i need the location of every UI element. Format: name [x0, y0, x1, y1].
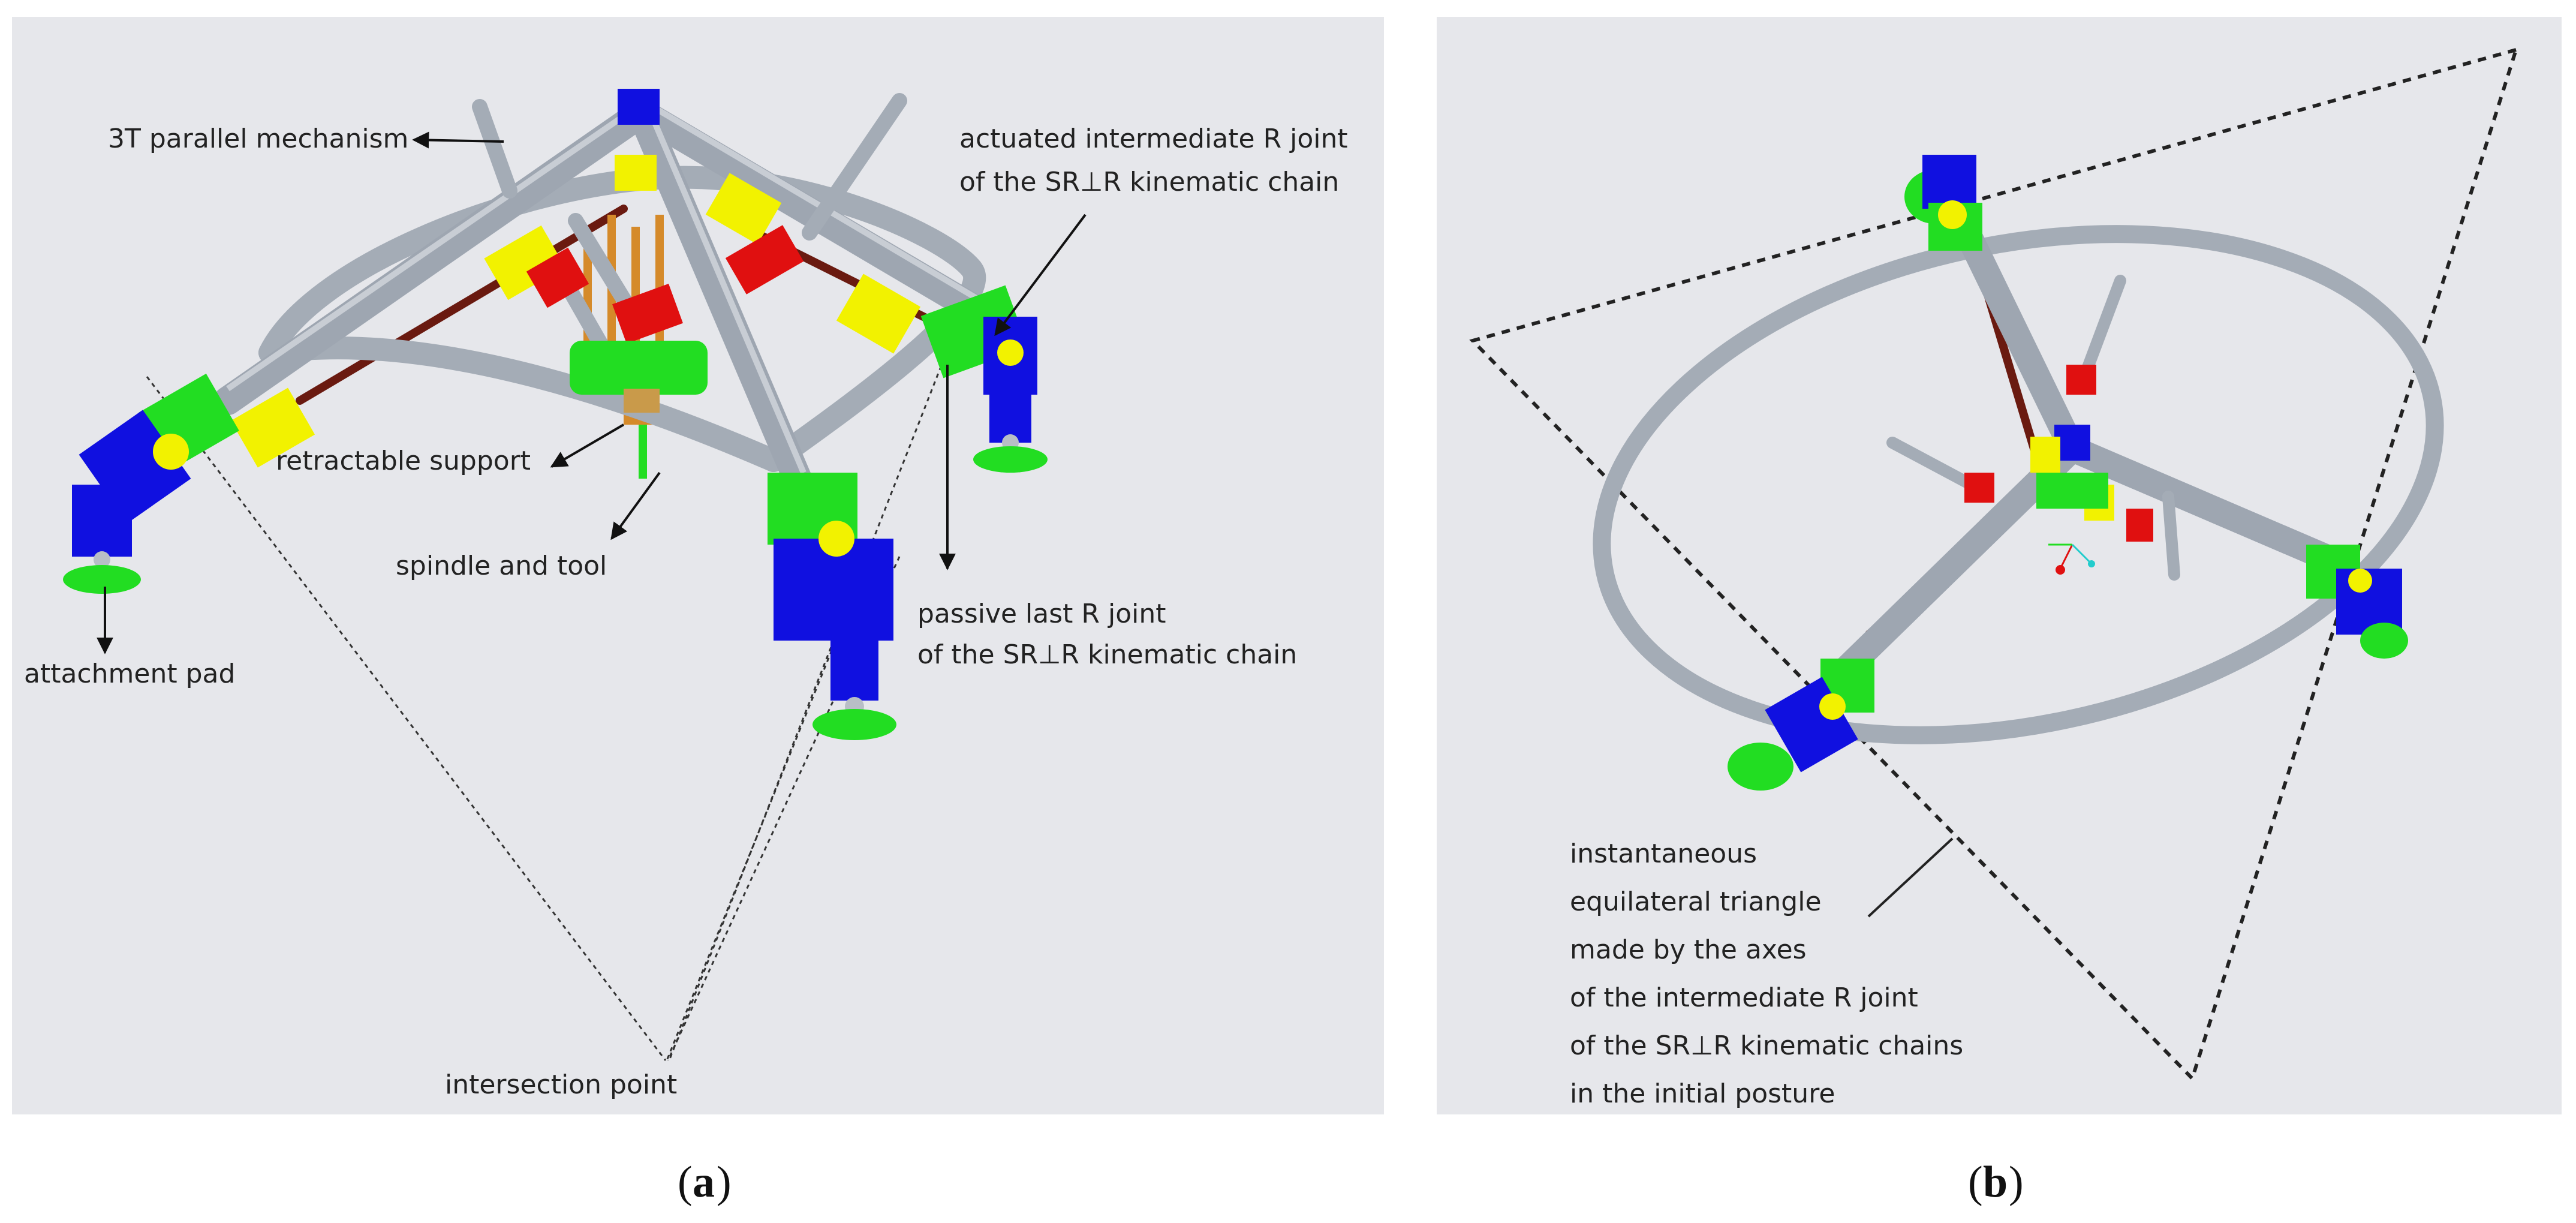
label-actuated-joint-line2: of the SR⊥R kinematic chain: [959, 167, 1339, 197]
label-line2: equilateral triangle: [1570, 887, 1822, 917]
annotation-arrows: [97, 131, 1087, 654]
red-blocks: [526, 225, 804, 344]
panel-a: 3T parallel mechanism actuated intermedi…: [12, 17, 1384, 1114]
left-leg: [63, 373, 239, 594]
label-spindle-and-tool: spindle and tool: [396, 551, 607, 581]
green-platform: [2036, 473, 2108, 509]
label-intersection-point: intersection point: [445, 1069, 677, 1100]
label-attachment-pad: attachment pad: [24, 659, 235, 689]
label-passive-joint-line2: of the SR⊥R kinematic chain: [917, 639, 1297, 670]
caption-b-open: (: [1968, 1158, 1983, 1207]
label-line6: in the initial posture: [1570, 1078, 1835, 1109]
caption-b-close: ): [2009, 1158, 2024, 1207]
panel-b: instantaneous equilateral triangle made …: [1437, 17, 2562, 1114]
right-leg: [2306, 545, 2408, 659]
caption-a-open: (: [678, 1158, 693, 1207]
panel-b-drawing: instantaneous equilateral triangle made …: [1469, 47, 2519, 1109]
green-platform: [570, 341, 708, 479]
caption-a-letter: a: [693, 1158, 715, 1207]
label-3t-parallel-mechanism: 3T parallel mechanism: [108, 124, 408, 154]
frame-bars: [1819, 214, 2337, 696]
bottom-left-leg: [1728, 659, 1874, 791]
red-blocks: [1964, 365, 2153, 542]
label-retractable-support: retractable support: [276, 446, 531, 476]
label-passive-joint-line1: passive last R joint: [917, 599, 1166, 629]
caption-a-close: ): [717, 1158, 732, 1207]
front-leg: [768, 473, 896, 740]
label-line5: of the SR⊥R kinematic chains: [1570, 1030, 1963, 1061]
caption-b-letter: b: [1983, 1158, 2008, 1207]
frame-bars: [213, 98, 992, 493]
label-pointer: [1867, 837, 1954, 918]
coordinate-triad: [2048, 543, 2095, 575]
label-actuated-joint-line1: actuated intermediate R joint: [959, 124, 1348, 154]
yellow-blocks: [230, 155, 921, 468]
label-line1: instantaneous: [1570, 839, 1757, 869]
label-line4: of the intermediate R joint: [1570, 982, 1918, 1013]
top-blue-joint: [618, 89, 660, 125]
top-leg: [1904, 155, 1982, 251]
right-leg: [920, 285, 1048, 473]
spindle-body: [624, 389, 660, 413]
label-line3: made by the axes: [1570, 934, 1807, 965]
panel-a-drawing: 3T parallel mechanism actuated intermedi…: [24, 89, 1348, 1100]
